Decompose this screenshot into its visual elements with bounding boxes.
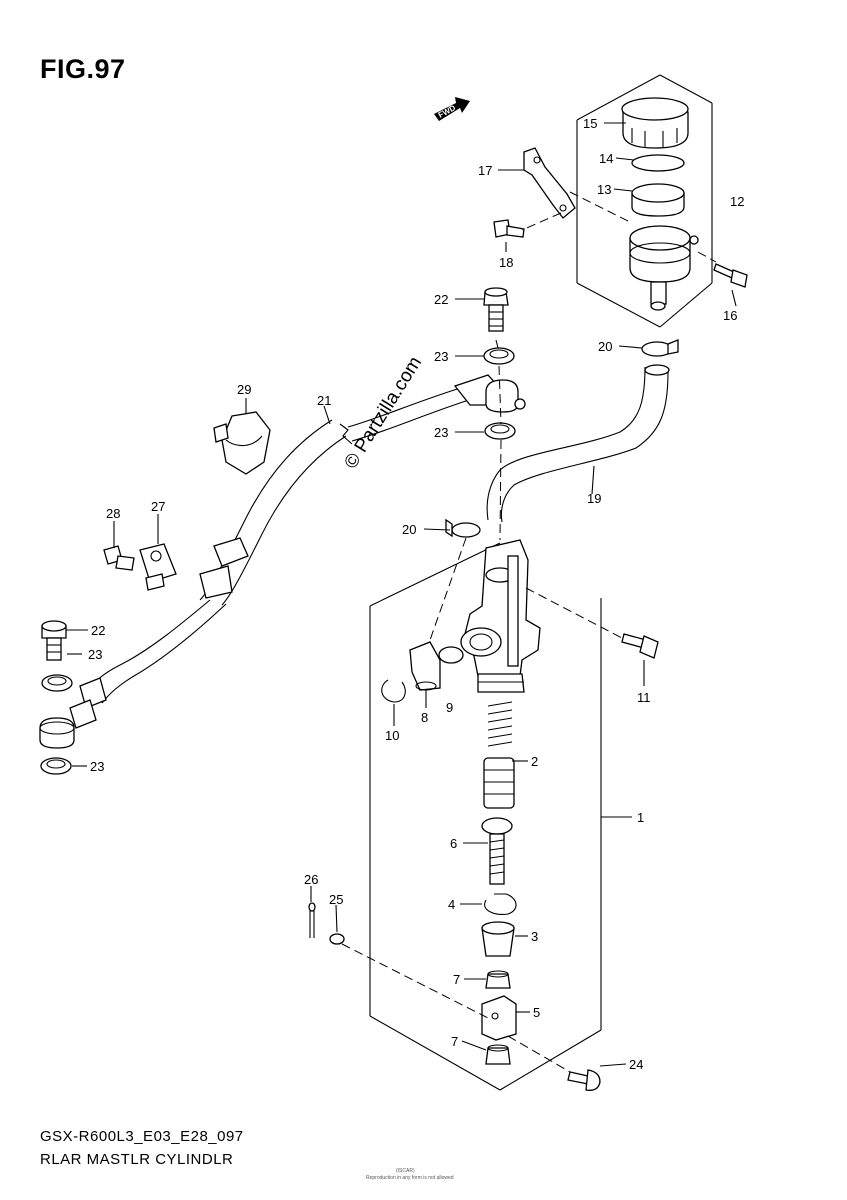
pin-washer: [329, 933, 345, 945]
master-cylinder-frame: [369, 542, 602, 1091]
leader-lines: [66, 122, 737, 1067]
callout-11: 11: [637, 690, 651, 705]
washer-mid: [484, 422, 516, 440]
forward-arrow-icon: FWD: [434, 97, 470, 121]
o-ring: [438, 646, 464, 664]
callout-23-mid: 23: [434, 425, 448, 440]
hose-lower-fitting: [39, 717, 75, 749]
callout-9: 9: [446, 700, 453, 715]
push-rod: [481, 817, 513, 885]
hose-clip: [139, 543, 177, 591]
callout-20-bottom: 20: [402, 522, 416, 537]
master-cylinder-body: [460, 539, 541, 693]
callout-22-top: 22: [434, 292, 448, 307]
washer-left-2: [40, 757, 72, 775]
callout-23-top: 23: [434, 349, 448, 364]
callout-23-left-1: 23: [88, 647, 102, 662]
reservoir-plate: [631, 154, 685, 172]
callout-28: 28: [106, 506, 120, 521]
washer-left-1: [41, 674, 73, 692]
washer-top: [483, 347, 515, 365]
callout-24: 24: [629, 1057, 643, 1072]
assembly-lines: [341, 191, 717, 1073]
footer-tiny-1: (ISCAR): [396, 1168, 415, 1174]
reservoir-bracket: [523, 147, 576, 219]
reservoir-cap: [621, 97, 689, 149]
bracket-bolt: [493, 219, 525, 238]
reservoir-bolt: [713, 263, 748, 288]
piston-spring: [483, 701, 515, 809]
callouts: 15 14 13 12 17 18 16 22 23 20 29 21 23 1…: [88, 116, 744, 1072]
clip-bolt: [103, 545, 135, 571]
callout-29: 29: [237, 382, 251, 397]
callout-23-left-2: 23: [90, 759, 104, 774]
reservoir-hose: [486, 364, 670, 523]
reservoir-frame: [576, 74, 713, 328]
callout-13: 13: [597, 182, 611, 197]
figure-name: RLAR MASTLR CYLINDLR: [40, 1151, 234, 1168]
hose-clamp: [213, 411, 271, 475]
callout-22-left: 22: [91, 623, 105, 638]
callout-12: 12: [730, 194, 744, 209]
callout-19: 19: [587, 491, 601, 506]
callout-17: 17: [478, 163, 492, 178]
callout-8: 8: [421, 710, 428, 725]
callout-3: 3: [531, 929, 538, 944]
union-bolt-left: [41, 620, 67, 661]
callout-2: 2: [531, 754, 538, 769]
reservoir-connector: [409, 641, 441, 691]
hose-clamp-bottom: [445, 518, 481, 538]
reservoir-tank: [629, 225, 699, 311]
callout-7-lower: 7: [451, 1034, 458, 1049]
callout-20-top: 20: [598, 339, 612, 354]
lock-nut-upper: [485, 970, 511, 989]
callout-21: 21: [317, 393, 331, 408]
hose-clamp-top: [641, 339, 679, 357]
callout-25: 25: [329, 892, 343, 907]
callout-7-upper: 7: [453, 972, 460, 987]
mounting-bolt: [621, 633, 659, 659]
callout-15: 15: [583, 116, 597, 131]
clevis-pin: [567, 1069, 601, 1091]
callout-5: 5: [533, 1005, 540, 1020]
circlip: [381, 679, 406, 703]
footer-tiny-2: Reproduction in any form is not allowed: [366, 1175, 454, 1181]
callout-10: 10: [385, 728, 399, 743]
callout-6: 6: [450, 836, 457, 851]
figure-title: FIG.97: [40, 54, 126, 84]
callout-27: 27: [151, 499, 165, 514]
brake-hose: [69, 374, 526, 729]
union-bolt-top: [483, 287, 509, 332]
push-rod-circlip: [484, 893, 517, 915]
callout-16: 16: [723, 308, 737, 323]
lock-nut-lower: [485, 1044, 511, 1065]
callout-4: 4: [448, 897, 455, 912]
callout-1: 1: [637, 810, 644, 825]
clevis: [481, 995, 517, 1041]
figure-code: GSX-R600L3_E03_E28_097: [40, 1128, 244, 1145]
reservoir-diaphragm: [631, 183, 685, 217]
callout-18: 18: [499, 255, 513, 270]
callout-26: 26: [304, 872, 318, 887]
push-rod-boot: [481, 921, 515, 957]
cotter-pin: [308, 902, 316, 938]
watermark: © Partzilla.com: [340, 353, 426, 473]
callout-14: 14: [599, 151, 613, 166]
